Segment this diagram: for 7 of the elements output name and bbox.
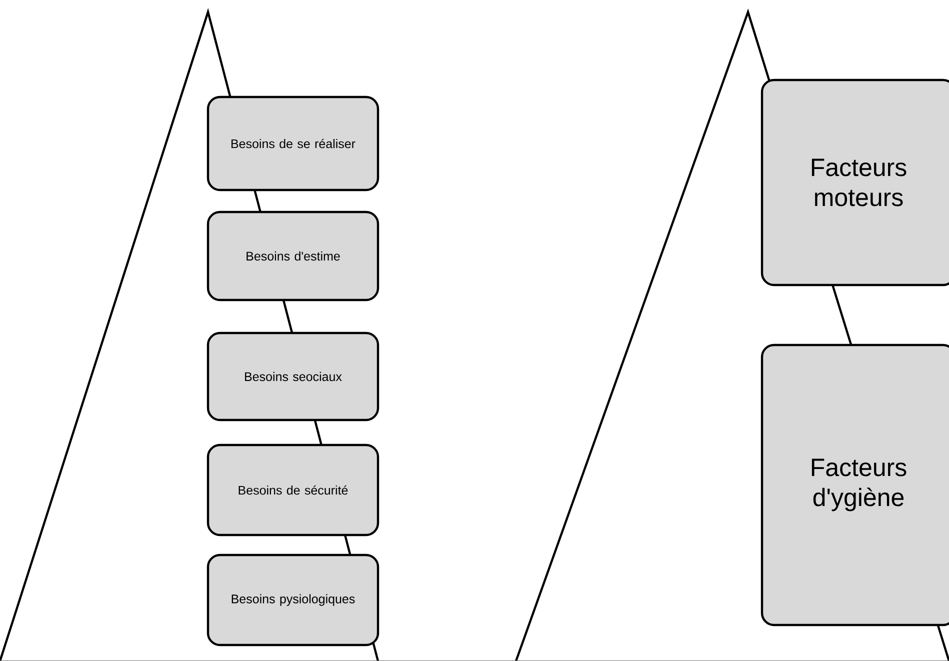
label-box: Facteurs d'ygiène [760,344,949,626]
label-box: Besoins seociaux [206,332,380,422]
label-box: Besoins de se réaliser [206,96,380,192]
label-box: Besoins pysiologiques [206,554,380,646]
label-box: Besoins de sécurité [206,444,380,536]
label-box: Besoins d'estime [206,210,380,302]
label-box: Facteurs moteurs [760,78,949,286]
